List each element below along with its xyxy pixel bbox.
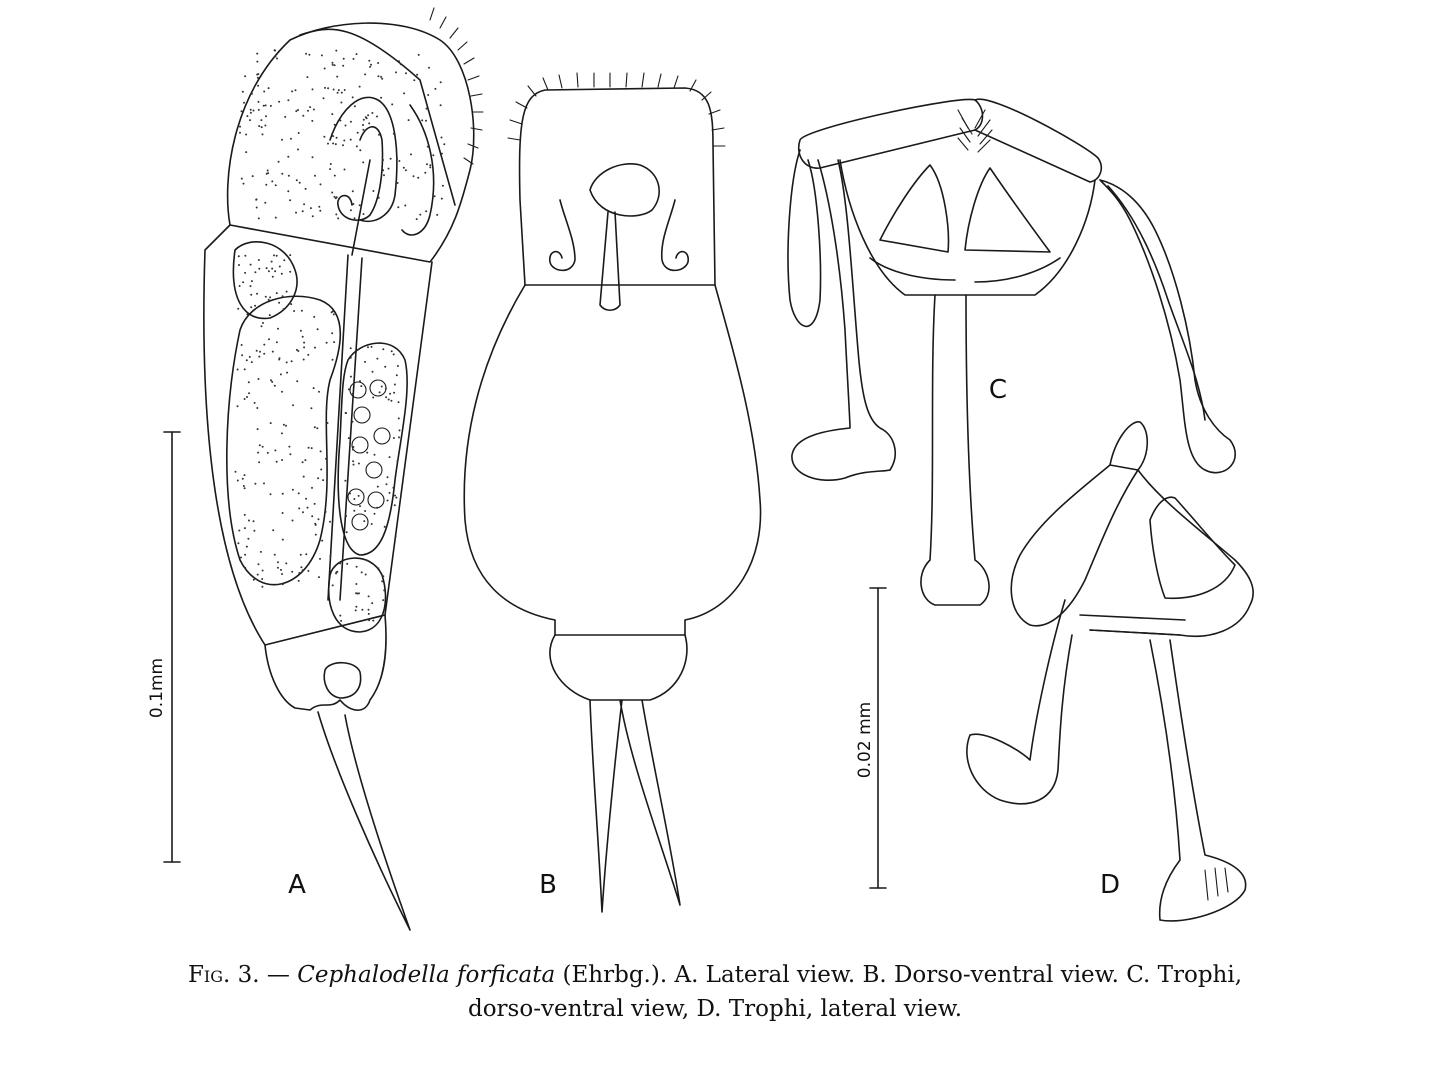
panel-label-b: B: [539, 870, 557, 900]
scale-bar-a: 0.1mm: [147, 431, 181, 863]
panel-c-trophi-dorso-ventral: C: [787, 98, 1236, 606]
panel-b-dorso-ventral-view: B: [463, 72, 762, 913]
caption-line-1: Fig. 3. — Cephalodella forficata (Ehrbg.…: [0, 958, 1430, 992]
scale-bar-cd: 0.02 mm: [855, 587, 887, 889]
caption-dash: —: [259, 962, 298, 988]
scale-bar-cd-label: 0.02 mm: [855, 702, 875, 778]
caption-authority: (Ehrbg.).: [555, 962, 675, 988]
panel-label-c: C: [989, 375, 1007, 405]
scale-bar-a-label: 0.1mm: [147, 658, 167, 718]
caption-line1-rest: A. Lateral view. B. Dorso-ventral view. …: [674, 962, 1243, 988]
panel-label-a: A: [288, 870, 306, 900]
panel-a-lateral-view: A 0.1mm: [147, 7, 484, 931]
caption-species: Cephalodella forficata: [297, 962, 556, 988]
panel-label-d: D: [1100, 870, 1120, 900]
figure-caption: Fig. 3. — Cephalodella forficata (Ehrbg.…: [0, 958, 1430, 1026]
caption-line-2: dorso-ventral view, D. Trophi, lateral v…: [467, 996, 963, 1022]
figure-drawing: A 0.1mm: [147, 7, 1254, 931]
panel-d-trophi-lateral: D 0.02 mm: [855, 421, 1254, 922]
caption-fig-label: Fig. 3.: [187, 962, 260, 988]
